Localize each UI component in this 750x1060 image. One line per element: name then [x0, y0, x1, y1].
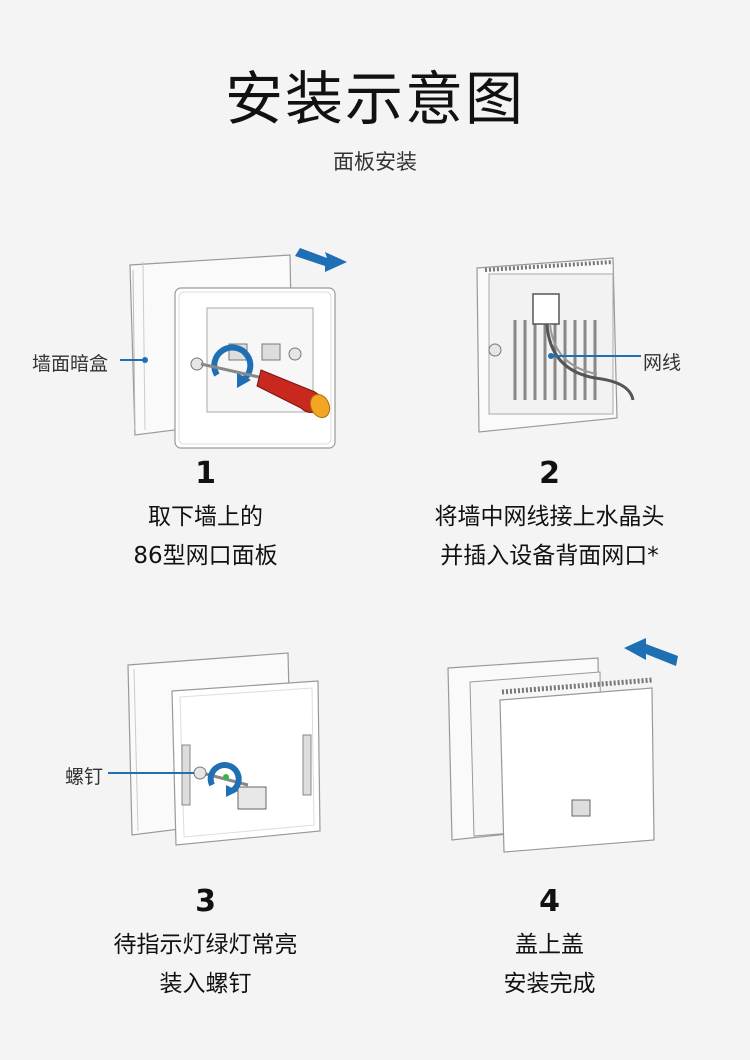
step-text-line-2: 并插入设备背面网口* [440, 543, 659, 569]
step-number: 1 [195, 456, 216, 491]
step-number: 4 [539, 884, 560, 919]
callout-screw: 螺钉 [65, 766, 104, 788]
step-text-line-2: 装入螺钉 [159, 971, 252, 997]
step-4-caption: 4 盖上盖 安装完成 [362, 884, 737, 1004]
step3-illustration [108, 652, 321, 846]
direction-arrow-icon [295, 248, 347, 272]
step-1-caption: 1 取下墙上的 86型网口面板 [18, 456, 393, 576]
step2-illustration [476, 257, 641, 433]
page-subtitle: 面板安装 [333, 150, 417, 174]
step-text-line-1: 盖上盖 [515, 932, 584, 958]
callout-network-cable: 网线 [643, 352, 682, 374]
step-number: 2 [539, 456, 560, 491]
callout-wall-box: 墙面暗盒 [32, 353, 109, 375]
step-number: 3 [195, 884, 216, 919]
step-text-line-1: 将墙中网线接上水晶头 [434, 504, 665, 530]
step-2-caption: 2 将墙中网线接上水晶头 并插入设备背面网口* [362, 456, 737, 576]
screw-right [288, 347, 302, 361]
step-text-line-2: 86型网口面板 [133, 543, 278, 569]
step-text-line-1: 待指示灯绿灯常亮 [113, 932, 298, 958]
step4-illustration [447, 638, 678, 853]
step-text-line-2: 安装完成 [503, 971, 596, 997]
page-title: 安装示意图 [224, 65, 525, 133]
step-text-line-1: 取下墙上的 [148, 504, 263, 530]
direction-arrow-icon [624, 638, 678, 666]
step1-illustration [120, 248, 347, 449]
step-3-caption: 3 待指示灯绿灯常亮 装入螺钉 [18, 884, 393, 1004]
